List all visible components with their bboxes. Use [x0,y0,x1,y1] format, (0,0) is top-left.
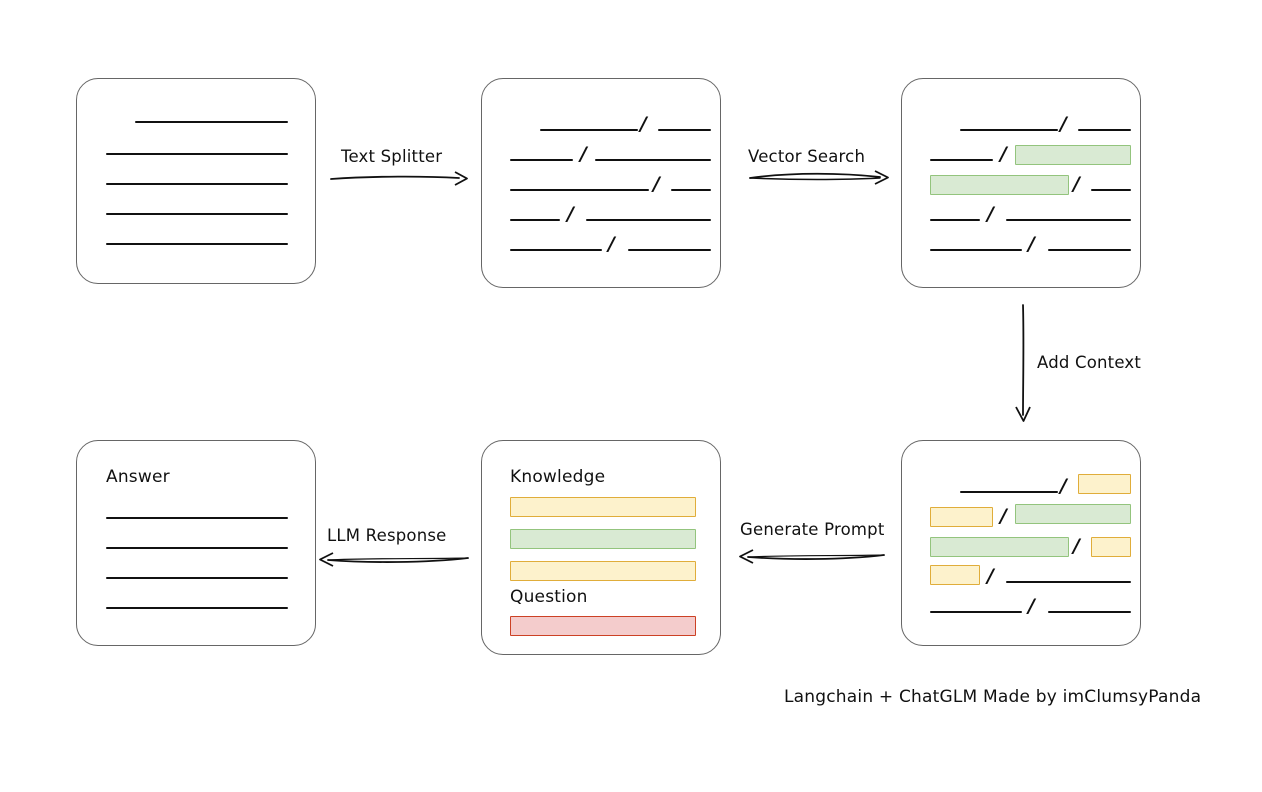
chunk-separator: / [1028,595,1035,617]
chunk-segment [930,249,1022,251]
chunk-separator: / [987,565,994,587]
context-chunk-highlight [1078,474,1131,494]
context-chunk-highlight [930,507,993,527]
edge-arrow-generate-prompt [739,549,885,564]
chunk-segment [1048,249,1131,251]
answer-line [106,607,288,609]
chunk-separator: / [1073,173,1080,195]
document-line [106,243,288,245]
chunk-separator: / [567,203,574,225]
chunk-segment [1006,219,1131,221]
prompt-question-bar [510,616,696,636]
document-line [106,183,288,185]
chunk-segment [510,159,573,161]
chunk-segment [595,159,711,161]
node-context-chunks[interactable]: / / / / / [901,440,1141,646]
chunk-segment [658,129,711,131]
document-line [106,153,288,155]
edge-arrow-vector-search [749,170,889,185]
answer-line [106,547,288,549]
chunk-separator: / [1000,505,1007,527]
node-source-document[interactable] [76,78,316,284]
matched-chunk-highlight [1015,504,1131,524]
edge-arrow-text-splitter [330,171,468,186]
chunk-segment [930,159,993,161]
node-answer[interactable]: Answer [76,440,316,646]
prompt-knowledge-bar [510,497,696,517]
chunk-segment [930,219,980,221]
chunk-separator: / [1073,535,1080,557]
footer-credit: Langchain + ChatGLM Made by imClumsyPand… [784,687,1202,707]
edge-arrow-add-context [1015,304,1031,422]
edge-label-llm-response: LLM Response [327,526,447,545]
chunk-segment [1078,129,1131,131]
chunk-segment [510,189,649,191]
chunk-separator: / [1028,233,1035,255]
chunk-segment [671,189,711,191]
node-split-chunks[interactable]: / / / / / [481,78,721,288]
document-line [106,213,288,215]
answer-line [106,517,288,519]
document-line [135,121,288,123]
matched-chunk-highlight [930,175,1069,195]
chunk-segment [510,219,560,221]
chunk-separator: / [653,173,660,195]
chunk-separator: / [1060,475,1067,497]
context-chunk-highlight [1091,537,1131,557]
answer-label: Answer [106,467,170,487]
chunk-separator: / [580,143,587,165]
edge-label-text-splitter: Text Splitter [341,147,443,166]
chunk-segment [960,491,1058,493]
chunk-segment [586,219,711,221]
chunk-segment [510,249,602,251]
chunk-separator: / [608,233,615,255]
prompt-knowledge-bar [510,561,696,581]
edge-label-add-context: Add Context [1037,353,1142,372]
chunk-segment [1006,581,1131,583]
edge-arrow-llm-response [319,552,469,567]
node-generated-prompt[interactable]: Knowledge Question [481,440,721,655]
chunk-segment [960,129,1058,131]
chunk-segment [540,129,638,131]
matched-chunk-highlight [930,537,1069,557]
answer-line [106,577,288,579]
matched-chunk-highlight [1015,145,1131,165]
chunk-segment [628,249,711,251]
chunk-segment [1048,611,1131,613]
node-matched-chunks[interactable]: / / / / / [901,78,1141,288]
prompt-knowledge-label: Knowledge [510,467,606,487]
prompt-knowledge-bar [510,529,696,549]
chunk-separator: / [987,203,994,225]
edge-label-generate-prompt: Generate Prompt [740,520,885,539]
edge-label-vector-search: Vector Search [748,147,866,166]
chunk-separator: / [1000,143,1007,165]
chunk-separator: / [1060,113,1067,135]
prompt-question-label: Question [510,587,588,607]
chunk-segment [1091,189,1131,191]
chunk-separator: / [640,113,647,135]
context-chunk-highlight [930,565,980,585]
chunk-segment [930,611,1022,613]
